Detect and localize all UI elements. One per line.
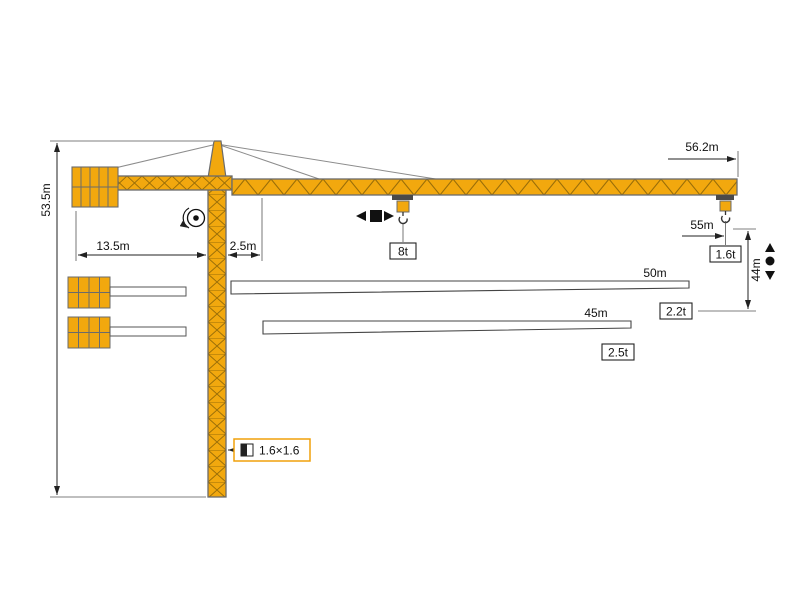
capacity-box-tip: [709, 245, 742, 263]
jib-bar-45m: [262, 320, 632, 335]
main-jib-lattice: [232, 179, 737, 195]
dimension-tower-height: 53.5m: [39, 140, 213, 498]
jib-option-50m: 50m 2.2t: [230, 266, 693, 320]
arrow-left-icon: [356, 211, 366, 221]
label-hook-height: 44m: [749, 258, 763, 281]
hook-mid-icon: [398, 216, 408, 225]
label-tower-height: 53.5m: [39, 183, 53, 216]
dimension-jib-root-offset: 2.5m: [228, 198, 263, 261]
tower-mast-lattice: [208, 178, 226, 497]
dimension-hook-height: 44m: [698, 228, 763, 312]
jib-bar-50m: [230, 280, 690, 295]
main-jib-outline: [231, 178, 738, 196]
slewing-symbol: [179, 207, 206, 229]
tower-mast: [207, 177, 227, 498]
label-capacity-50m: 2.2t: [666, 304, 687, 318]
counter-jib-lattice: [112, 176, 232, 190]
trolley-travel-symbol: [356, 210, 394, 222]
dimension-tip-radius: 55m: [682, 218, 724, 239]
counterweight-plates: [72, 167, 118, 207]
dimension-counterjib-radius: 13.5m: [75, 211, 206, 261]
ballast-plates-45m: [68, 317, 110, 348]
capacity-box-45m: [601, 343, 635, 361]
label-counterjib-radius: 13.5m: [96, 239, 129, 253]
ballast-beam-50m: [109, 286, 187, 297]
ballast-beam-45m: [109, 326, 187, 337]
label-tip-radius: 55m: [690, 218, 713, 232]
label-max-radius: 56.2m: [685, 140, 718, 154]
slewing-arc-icon: [179, 207, 190, 229]
tower-section-callout: 1.6×1.6: [228, 438, 311, 462]
ballast-option-50m: [67, 276, 187, 309]
jib-option-45m: 45m 2.5t: [262, 306, 635, 361]
ballast-plates-50m: [68, 277, 110, 308]
trolley-tip: [716, 195, 734, 224]
trolley-mid: [392, 195, 413, 225]
hook-dot-icon: [765, 256, 775, 266]
arrow-down-icon: [765, 271, 775, 280]
hook-block-mid: [396, 200, 410, 213]
square-section-fill-icon: [241, 444, 247, 456]
label-jib-45m: 45m: [584, 306, 607, 320]
hook-tip-icon: [720, 215, 731, 224]
hook-block-tip: [719, 200, 732, 212]
counter-jib: [111, 175, 233, 191]
dimension-max-radius: 56.2m: [668, 140, 739, 177]
trolley-mid-carriage: [392, 195, 413, 200]
capacity-mid: 8t: [389, 224, 417, 260]
trolley-square-icon: [370, 210, 382, 222]
trolley-tip-carriage: [716, 195, 734, 200]
crane: [71, 140, 738, 498]
label-tower-section: 1.6×1.6: [259, 443, 300, 457]
arrow-up-icon: [765, 243, 775, 252]
label-tip-load: 1.6t: [715, 247, 736, 261]
main-jib: [231, 178, 738, 196]
capacity-box-50m: [659, 302, 693, 320]
label-capacity-45m: 2.5t: [608, 345, 629, 359]
label-jib-root-offset: 2.5m: [230, 239, 257, 253]
capacity-box-mid: [389, 242, 417, 260]
counterweight-blocks: [71, 166, 119, 208]
ballast-option-45m: [67, 316, 187, 349]
label-jib-50m: 50m: [643, 266, 666, 280]
hook-travel-symbol: [765, 243, 775, 280]
arrow-right-icon: [384, 211, 394, 221]
capacity-tip-56m: 1.6t: [709, 221, 742, 263]
slewing-dot-icon: [193, 215, 199, 221]
label-max-load: 8t: [398, 244, 409, 258]
